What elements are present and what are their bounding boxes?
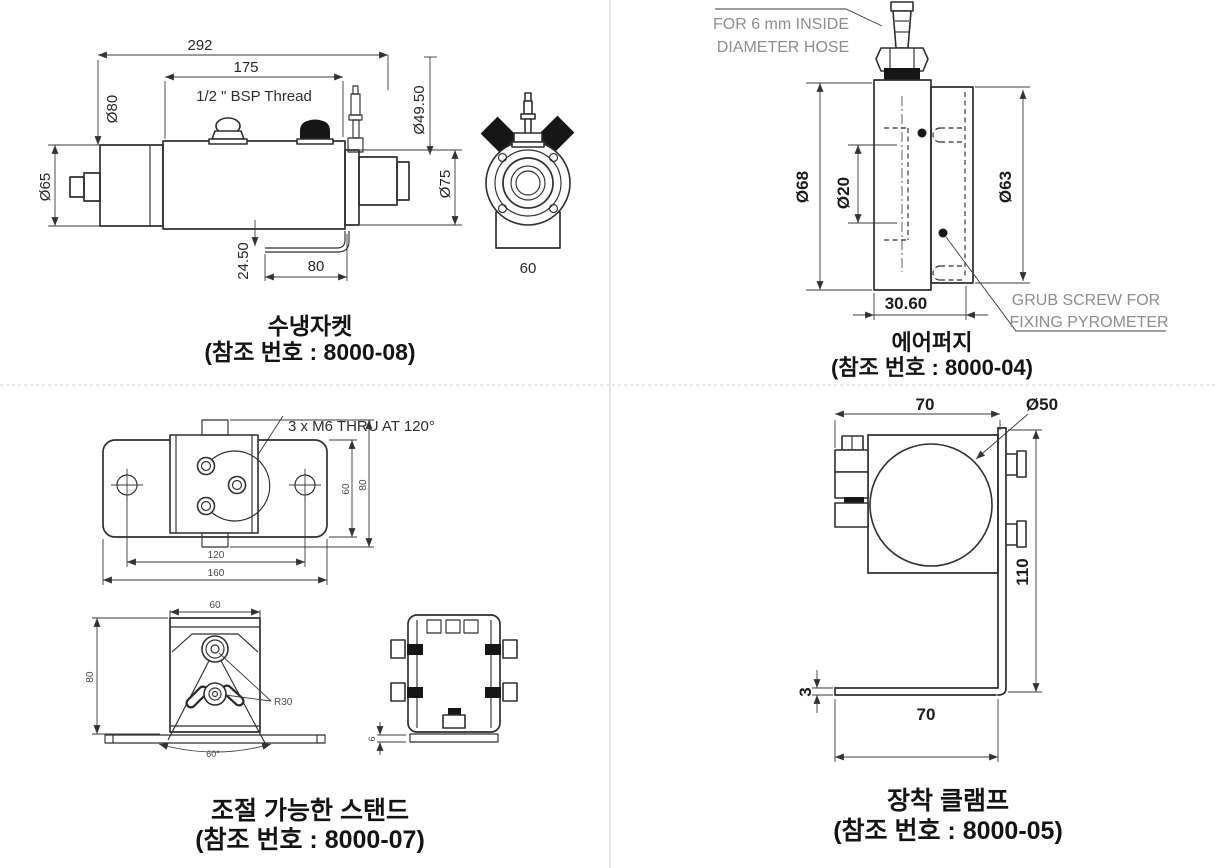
dim-dia-63: Ø63	[996, 171, 1015, 203]
dim-plate-height: 110	[1013, 558, 1032, 585]
caption-air-purge: 에어퍼지 (참조 번호 : 8000-04)	[831, 330, 1033, 380]
caption-water-jacket-ref: (참조 번호 : 8000-08)	[204, 339, 416, 365]
grub-note-line1: GRUB SCREW FOR	[1012, 292, 1160, 309]
stand-top-view: 3 x M6 THRU AT 120° 120 160 60 80	[102, 415, 435, 585]
caption-air-purge-title: 에어퍼지	[891, 330, 973, 355]
dim-clamp-width: 70	[916, 395, 935, 414]
water-jacket-front-view: 60	[480, 92, 575, 277]
caption-water-jacket-title: 수냉자켓	[267, 313, 353, 339]
dim-swing-angle: 60°	[206, 749, 220, 759]
dim-block-depth: 80	[358, 479, 369, 491]
caption-clamp: 장착 클램프 (참조 번호 : 8000-05)	[833, 786, 1063, 846]
dim-overall-width: 160	[208, 568, 225, 579]
clamp-view: 70 Ø50 110 3	[796, 395, 1058, 762]
stand-side-view: 6	[367, 614, 518, 755]
dim-dia-68: Ø68	[793, 171, 812, 203]
stand-front-view: 60 R30 60° 80	[85, 600, 326, 759]
dim-base-thickness: 6	[367, 736, 377, 741]
dim-hole-spacing: 120	[208, 550, 225, 561]
dim-dia-20: Ø20	[834, 177, 853, 209]
caption-stand-ref: (참조 번호 : 8000-07)	[195, 826, 425, 854]
dim-leg-length: 70	[917, 705, 936, 724]
caption-clamp-title: 장착 클램프	[887, 787, 1009, 815]
caption-water-jacket: 수냉자켓 (참조 번호 : 8000-08)	[204, 313, 415, 365]
dim-plate-depth: 60	[341, 483, 352, 495]
dim-bracket-length: 80	[308, 258, 325, 275]
hose-note-line2: DIAMETER HOSE	[717, 39, 849, 56]
dim-front-width: 60	[520, 260, 537, 277]
dim-stand-height: 80	[85, 671, 96, 683]
caption-stand: 조절 가능한 스탠드 (참조 번호 : 8000-07)	[195, 797, 425, 855]
caption-clamp-ref: (참조 번호 : 8000-05)	[833, 817, 1063, 845]
caption-stand-title: 조절 가능한 스탠드	[211, 797, 409, 825]
m6-holes-note: 3 x M6 THRU AT 120°	[288, 418, 435, 435]
dim-radius: R30	[274, 697, 293, 708]
air-purge-view: FOR 6 mm INSIDE DIAMETER HOSE GRUB SCREW…	[713, 1, 1169, 332]
caption-air-purge-ref: (참조 번호 : 8000-04)	[830, 355, 1034, 380]
hose-note-line1: FOR 6 mm INSIDE	[713, 16, 849, 33]
dim-bore-dia: Ø50	[1026, 395, 1058, 414]
dim-dia-65: Ø65	[37, 173, 54, 201]
dim-top-width: 60	[209, 600, 221, 611]
water-jacket-side-view: 292 175 1/2 " BSP Thread Ø80 Ø65 Ø49.50 …	[37, 37, 462, 281]
dim-dia-80: Ø80	[104, 95, 121, 123]
dim-leg-thickness: 3	[796, 687, 815, 696]
dim-thread-length: 175	[233, 59, 258, 76]
dim-bracket-drop: 24.50	[235, 242, 252, 280]
bsp-thread-note: 1/2 " BSP Thread	[196, 88, 312, 105]
dim-body-width: 30.60	[885, 294, 928, 313]
dim-overall-length: 292	[187, 37, 212, 54]
grub-note-line2: FIXING PYROMETER	[1009, 314, 1168, 331]
dim-dia-49-50: Ø49.50	[411, 85, 428, 134]
dim-dia-75: Ø75	[437, 170, 454, 198]
